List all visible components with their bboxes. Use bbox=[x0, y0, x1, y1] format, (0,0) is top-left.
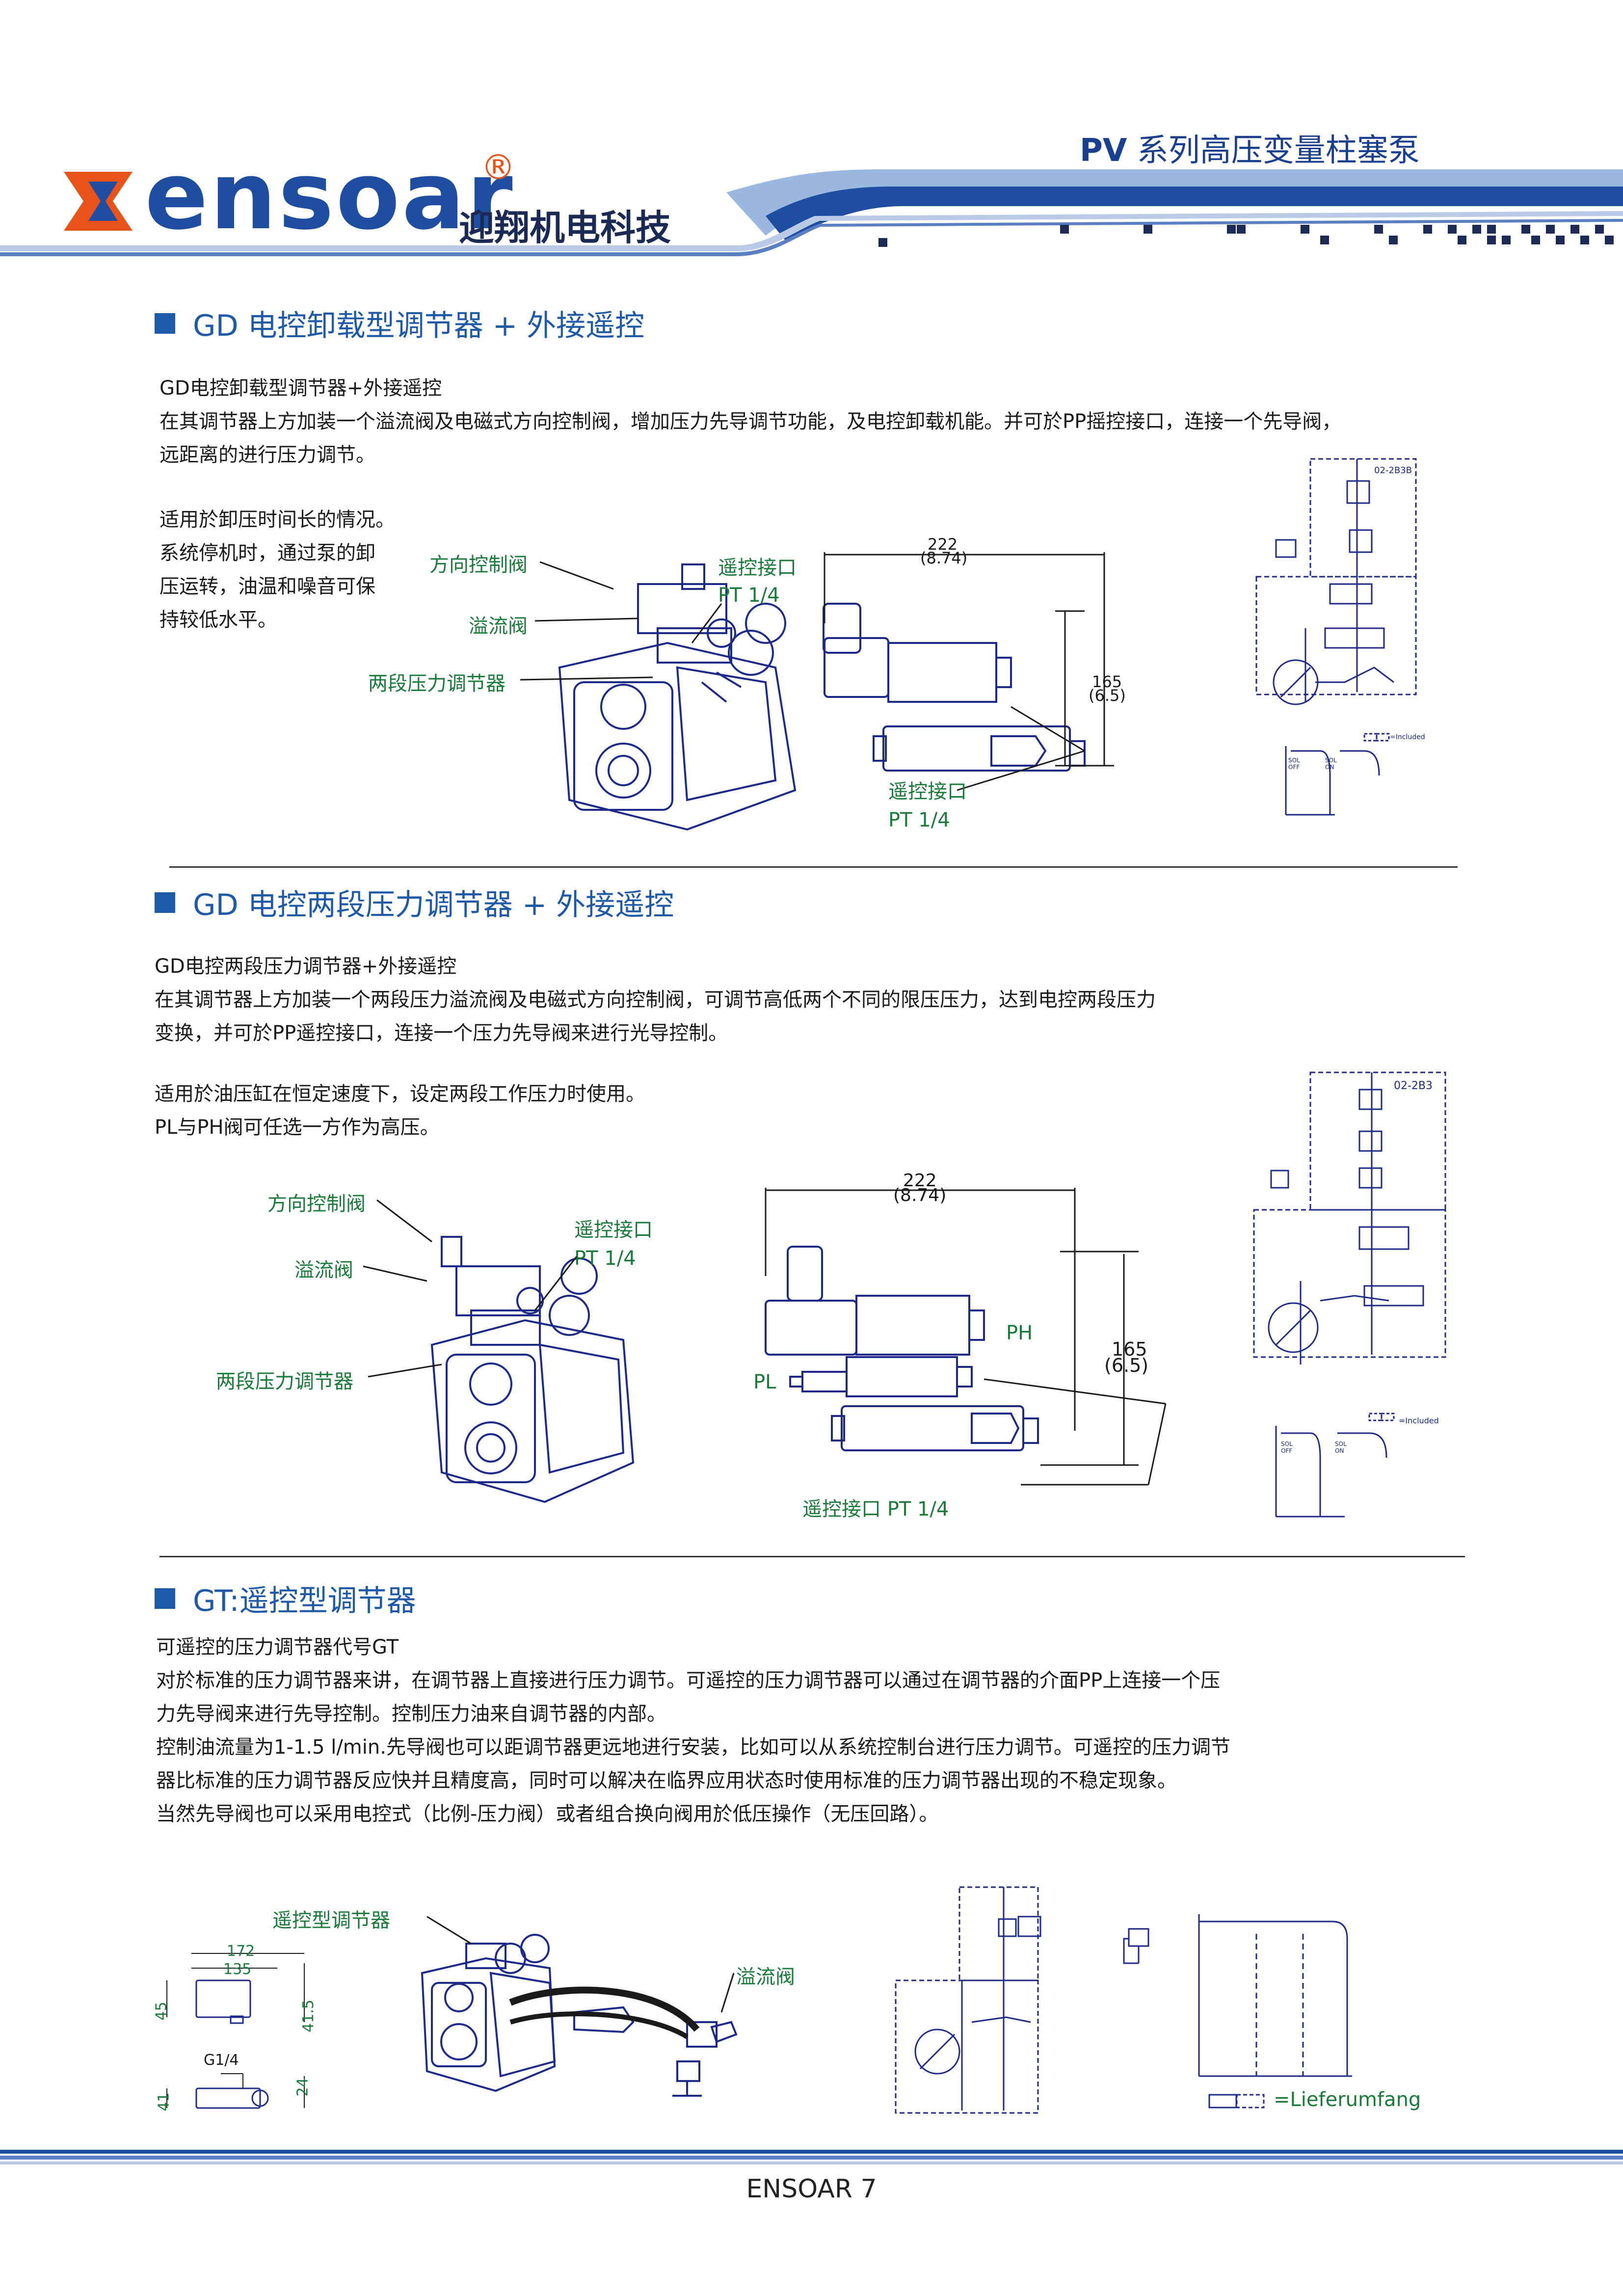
header-banner bbox=[0, 169, 1623, 256]
section1-schematic-included: =Included bbox=[1390, 733, 1425, 741]
section2-usage-2: PL与PH阀可任选一方作为高压。 bbox=[155, 1116, 440, 1139]
section2-schematic-sol-off: SOL OFF bbox=[1281, 1441, 1293, 1454]
section2-line-2: 在其调节器上方加装一个两段压力溢流阀及电磁式方向控制阀，可调节高低两个不同的限压… bbox=[155, 988, 1156, 1011]
section3-pq-chart bbox=[1198, 1914, 1352, 2077]
section2-label-remote-port: 遥控接口 bbox=[574, 1219, 653, 1241]
logo-icon bbox=[64, 172, 133, 231]
section1-usage-4: 持较低水平。 bbox=[160, 609, 277, 631]
section2-dim-height-in: (6.5) bbox=[1104, 1355, 1149, 1376]
section1-dim-height-in: (6.5) bbox=[1089, 686, 1126, 705]
section1-dim-width-in: (8.74) bbox=[920, 549, 968, 567]
section1-label-remote-port-2: 遥控接口 bbox=[888, 780, 967, 803]
section2-hydraulic-schematic bbox=[1253, 1071, 1446, 1518]
section1-label-two-stage: 两段压力调节器 bbox=[368, 672, 506, 695]
section2-schematic-code: 02-2B3 bbox=[1394, 1080, 1433, 1092]
section3-line-6: 当然先导阀也可以采用电控式（比例-压力阀）或者组合换向阀用於低压操作（无压回路）… bbox=[156, 1803, 939, 1825]
section3-dim-172: 172 bbox=[227, 1943, 255, 1960]
section2-usage-1: 适用於油压缸在恒定速度下，设定两段工作压力时使用。 bbox=[155, 1083, 645, 1105]
section1-label-relief-valve: 溢流阀 bbox=[469, 615, 528, 638]
section2-label-two-stage: 两段压力调节器 bbox=[216, 1370, 353, 1393]
section3-title: GT:遥控型调节器 bbox=[155, 1577, 416, 1620]
section1-outline-drawing bbox=[823, 552, 1114, 791]
section3-line-2: 对於标准的压力调节器来讲，在调节器上直接进行压力调节。可遥控的压力调节器可以通过… bbox=[156, 1669, 1221, 1692]
section3-line-4: 控制油流量为1-1.5 l/min.先导阀也可以距调节器更远地进行安装，比如可以… bbox=[156, 1736, 1230, 1759]
section2-dim-width-in: (8.74) bbox=[893, 1185, 947, 1205]
section3-label-relief-valve: 溢流阀 bbox=[736, 1966, 795, 1988]
section3-legend-icon bbox=[1208, 2094, 1265, 2109]
section3-line-5: 器比标准的压力调节器反应快并且精度高，同时可以解决在临界应用状态时使用标准的压力… bbox=[156, 1769, 1177, 1792]
section2-dim-height: 165 bbox=[1112, 1338, 1147, 1360]
section1-line-2: 在其调节器上方加装一个溢流阀及电磁式方向控制阀，增加压力先导调节功能，及电控卸载… bbox=[160, 410, 1342, 433]
section1-line-1: GD电控卸载型调节器+外接遥控 bbox=[160, 377, 442, 400]
series-prefix: PV bbox=[1080, 133, 1127, 169]
section1-schematic-sol-on: SOL ON bbox=[1325, 757, 1337, 771]
section2-title: GD 电控两段压力调节器 + 外接遥控 bbox=[155, 881, 674, 924]
section2-label-remote-port-2: 遥控接口 PT 1/4 bbox=[802, 1498, 949, 1521]
registered-mark: ® bbox=[481, 147, 515, 187]
section3-label-remote-regulator: 遥控型调节器 bbox=[272, 1909, 390, 1932]
section3-dim-135: 135 bbox=[223, 1961, 252, 1978]
section3-dimension-drawing bbox=[166, 1953, 305, 2109]
section3-hydraulic-schematic bbox=[895, 1886, 1149, 2114]
series-title: PV 系列高压变量柱塞泵 bbox=[1080, 125, 1420, 170]
footer-bars bbox=[0, 2150, 1623, 2164]
series-rest: 系列高压变量柱塞泵 bbox=[1127, 133, 1420, 169]
section1-label-pt-2: PT 1/4 bbox=[888, 809, 950, 831]
brand-cn-name: 迎翔机电科技 bbox=[459, 207, 671, 248]
section2-divider bbox=[160, 1556, 1465, 1557]
section1-divider bbox=[169, 866, 1458, 868]
section2-label-relief-valve: 溢流阀 bbox=[294, 1259, 353, 1281]
section1-square-icon bbox=[155, 313, 175, 334]
section2-title-text: GD 电控两段压力调节器 + 外接遥控 bbox=[193, 888, 674, 922]
section2-label-pt: PT 1/4 bbox=[574, 1247, 636, 1270]
section1-schematic-sol-off: SOL OFF bbox=[1288, 757, 1300, 771]
section1-schematic-code: 02-2B3B bbox=[1374, 465, 1412, 476]
section1-title: GD 电控卸载型调节器 + 外接遥控 bbox=[155, 302, 644, 345]
section2-line-1: GD电控两段压力调节器+外接遥控 bbox=[155, 955, 457, 978]
section1-pump-drawing bbox=[558, 563, 797, 831]
section2-outline-drawing bbox=[765, 1188, 1167, 1486]
section1-usage-2: 系统停机时，通过泵的卸 bbox=[160, 542, 375, 564]
section2-schematic-sol-on: SOL ON bbox=[1335, 1441, 1347, 1454]
section2-schematic-included: =Included bbox=[1399, 1416, 1439, 1425]
section3-dim-g14: G1/4 bbox=[204, 2052, 239, 2069]
section3-line-1: 可遥控的压力调节器代号GT bbox=[156, 1636, 399, 1658]
section3-title-text: GT:遥控型调节器 bbox=[193, 1584, 416, 1618]
section1-label-remote-port: 遥控接口 bbox=[718, 557, 797, 579]
section1-label-direction-valve: 方向控制阀 bbox=[429, 554, 528, 576]
section2-square-icon bbox=[155, 892, 175, 913]
brand-logo-text: ensoar bbox=[145, 142, 515, 250]
section2-dim-width: 222 bbox=[903, 1171, 937, 1191]
section1-dim-width: 222 bbox=[928, 535, 958, 554]
footer-page-label: ENSOAR 7 bbox=[746, 2174, 877, 2204]
section3-label-lieferumfang: =Lieferumfang bbox=[1274, 2088, 1421, 2111]
section3-pump-drawing bbox=[421, 1934, 738, 2097]
section1-dim-height: 165 bbox=[1092, 672, 1122, 691]
section1-usage-1: 适用於卸压时间长的情况。 bbox=[160, 508, 395, 531]
section1-title-text: GD 电控卸载型调节器 + 外接遥控 bbox=[193, 309, 645, 343]
section2-label-direction-valve: 方向控制阀 bbox=[267, 1193, 366, 1215]
section2-line-3: 变换，并可於PP遥控接口，连接一个压力先导阀来进行光导控制。 bbox=[155, 1022, 728, 1044]
section1-usage-3: 压运转，油温和噪音可保 bbox=[160, 575, 375, 598]
section2-label-pl: PL bbox=[753, 1371, 776, 1393]
section3-square-icon bbox=[155, 1588, 175, 1609]
section1-label-pt: PT 1/4 bbox=[718, 584, 780, 607]
section1-hydraulic-schematic bbox=[1255, 458, 1417, 816]
section3-line-3: 力先导阀来进行先导控制。控制压力油来自调节器的内部。 bbox=[156, 1703, 666, 1725]
section1-line-3: 远距离的进行压力调节。 bbox=[160, 444, 375, 466]
section2-label-ph: PH bbox=[1006, 1322, 1033, 1344]
